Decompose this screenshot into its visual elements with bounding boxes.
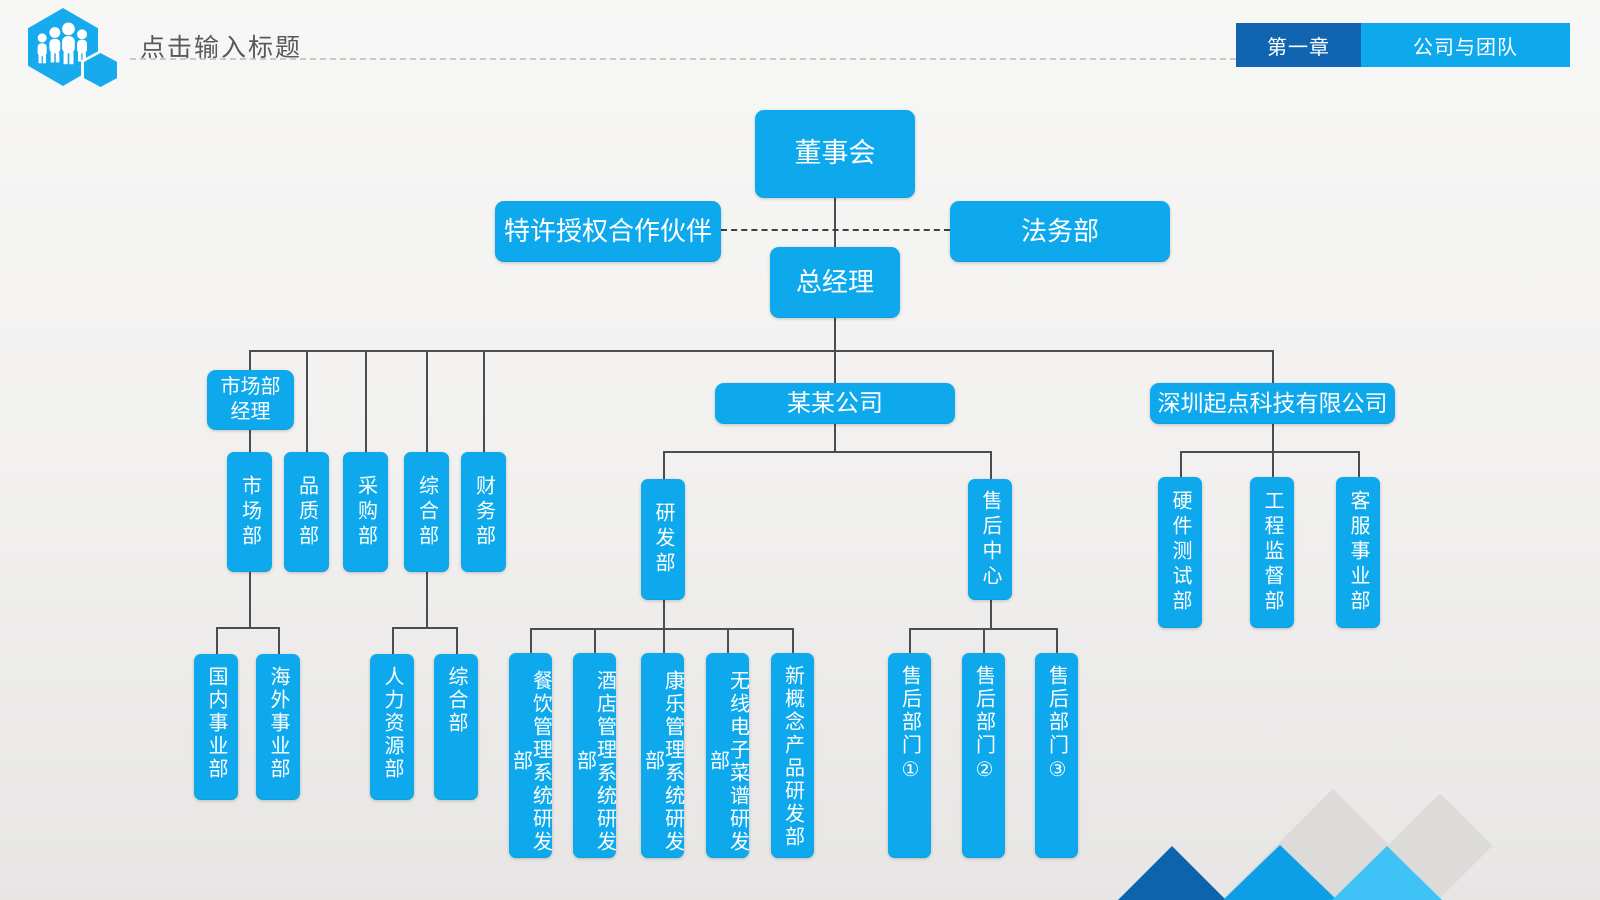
connector-line bbox=[834, 318, 836, 350]
dark-blue-triangle bbox=[1118, 846, 1226, 900]
connector-line bbox=[1056, 628, 1058, 653]
title-underline bbox=[130, 58, 1236, 60]
connector-line bbox=[456, 627, 458, 654]
team-people-icon bbox=[37, 22, 88, 65]
page-title[interactable]: 点击输入标题 bbox=[140, 34, 303, 62]
org-node-customer-service-dept[interactable]: 客服事业部 bbox=[1336, 477, 1380, 628]
tab-section[interactable]: 公司与团队 bbox=[1361, 23, 1570, 67]
org-node-rd-dept[interactable]: 研发部 bbox=[641, 479, 685, 600]
org-node-hardware-test-dept[interactable]: 硬件测试部 bbox=[1158, 477, 1202, 628]
tab-chapter[interactable]: 第一章 bbox=[1236, 23, 1361, 67]
connector-line bbox=[663, 628, 665, 653]
connector-line bbox=[426, 572, 428, 627]
connector-line bbox=[834, 424, 836, 451]
connector-line bbox=[216, 627, 218, 654]
connector-line bbox=[663, 451, 665, 479]
connector-line bbox=[483, 350, 485, 452]
connector-line bbox=[392, 627, 394, 654]
org-node-company-shenzhen[interactable]: 深圳起点科技有限公司 bbox=[1150, 383, 1395, 424]
org-node-overseas-division[interactable]: 海外事业部 bbox=[256, 654, 300, 800]
org-node-aftersales-1[interactable]: 售后部门① bbox=[888, 653, 931, 858]
connector-line bbox=[306, 350, 308, 452]
connector-line bbox=[594, 628, 596, 653]
org-node-rd-catering[interactable]: 餐饮管理系统研发部 bbox=[509, 653, 552, 858]
connector-line bbox=[1180, 451, 1182, 477]
connector-line bbox=[216, 627, 278, 629]
org-node-quality-dept[interactable]: 品质部 bbox=[284, 452, 329, 572]
org-node-hr-dept[interactable]: 人力资源部 bbox=[370, 654, 414, 800]
connector-line bbox=[1272, 350, 1274, 383]
connector-line bbox=[249, 350, 1273, 352]
connector-line bbox=[530, 628, 532, 653]
org-node-aftersales-2[interactable]: 售后部门② bbox=[962, 653, 1005, 858]
dashed-connector-line bbox=[721, 229, 950, 231]
org-node-marketing-manager[interactable]: 市场部 经理 bbox=[207, 370, 294, 430]
connector-line bbox=[530, 628, 792, 630]
connector-line bbox=[834, 198, 836, 247]
org-node-finance-dept[interactable]: 财务部 bbox=[461, 452, 506, 572]
org-node-board[interactable]: 董事会 bbox=[755, 110, 915, 198]
connector-line bbox=[834, 350, 836, 383]
connector-line bbox=[1180, 451, 1358, 453]
org-node-rd-hotel[interactable]: 酒店管理系统研发部 bbox=[573, 653, 616, 858]
connector-line bbox=[1358, 451, 1360, 477]
connector-line bbox=[909, 628, 911, 653]
org-node-domestic-division[interactable]: 国内事业部 bbox=[194, 654, 238, 800]
org-node-rd-recreation[interactable]: 康乐管理系统研发部 bbox=[641, 653, 684, 858]
connector-line bbox=[663, 451, 990, 453]
org-node-general-dept-2[interactable]: 综合部 bbox=[434, 654, 478, 800]
connector-line bbox=[990, 451, 992, 479]
org-node-franchise-partner[interactable]: 特许授权合作伙伴 bbox=[495, 201, 721, 262]
org-node-purchase-dept[interactable]: 采购部 bbox=[343, 452, 388, 572]
org-node-aftersales-center[interactable]: 售后中心 bbox=[968, 479, 1012, 600]
connector-line bbox=[663, 600, 665, 628]
connector-line bbox=[792, 628, 794, 653]
org-node-rd-wireless-menu[interactable]: 无线电子菜谱研发部 bbox=[706, 653, 749, 858]
connector-line bbox=[727, 628, 729, 653]
org-node-aftersales-3[interactable]: 售后部门③ bbox=[1035, 653, 1078, 858]
connector-line bbox=[1272, 451, 1274, 477]
org-node-rd-new-concept[interactable]: 新概念产品研发部 bbox=[771, 653, 814, 858]
connector-line bbox=[426, 350, 428, 452]
connector-line bbox=[990, 600, 992, 628]
org-node-general-manager[interactable]: 总经理 bbox=[770, 247, 900, 318]
org-node-general-dept[interactable]: 综合部 bbox=[404, 452, 449, 572]
connector-line bbox=[1272, 424, 1274, 451]
org-node-company-a[interactable]: 某某公司 bbox=[715, 383, 955, 424]
connector-line bbox=[249, 572, 251, 627]
connector-line bbox=[392, 627, 456, 629]
org-node-legal-dept[interactable]: 法务部 bbox=[950, 201, 1170, 262]
org-node-engineering-supervision-dept[interactable]: 工程监督部 bbox=[1250, 477, 1294, 628]
connector-line bbox=[365, 350, 367, 452]
org-node-market-dept[interactable]: 市场部 bbox=[227, 452, 272, 572]
connector-line bbox=[278, 627, 280, 654]
connector-line bbox=[983, 628, 985, 653]
